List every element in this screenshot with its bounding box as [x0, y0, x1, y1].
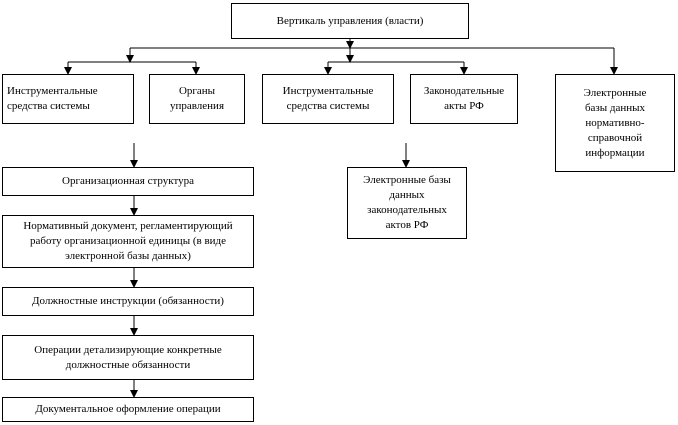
node-top-vertical: Вертикаль управления (власти) — [231, 3, 469, 39]
node-org-structure: Организационная структура — [2, 167, 254, 196]
node-edb-normative: Электронные базы данных нормативно- спра… — [555, 74, 675, 172]
node-normative-document: Нормативный документ, регламентирующий р… — [2, 215, 254, 268]
node-job-instructions: Должностные инструкции (обязанности) — [2, 287, 254, 316]
node-document-operations: Документальное оформление операции — [2, 397, 254, 422]
node-instr-tools-mid: Инструментальные средства системы — [262, 74, 394, 124]
node-edb-legislative: Электронные базы данных законодательных … — [347, 167, 467, 239]
node-instr-tools-left: Инструментальные средства системы — [2, 74, 134, 124]
node-operations: Операции детализирующие конкретные должн… — [2, 335, 254, 380]
node-legislative-acts: Законодательные акты РФ — [410, 74, 518, 124]
node-governing-bodies: Органы управления — [149, 74, 245, 124]
